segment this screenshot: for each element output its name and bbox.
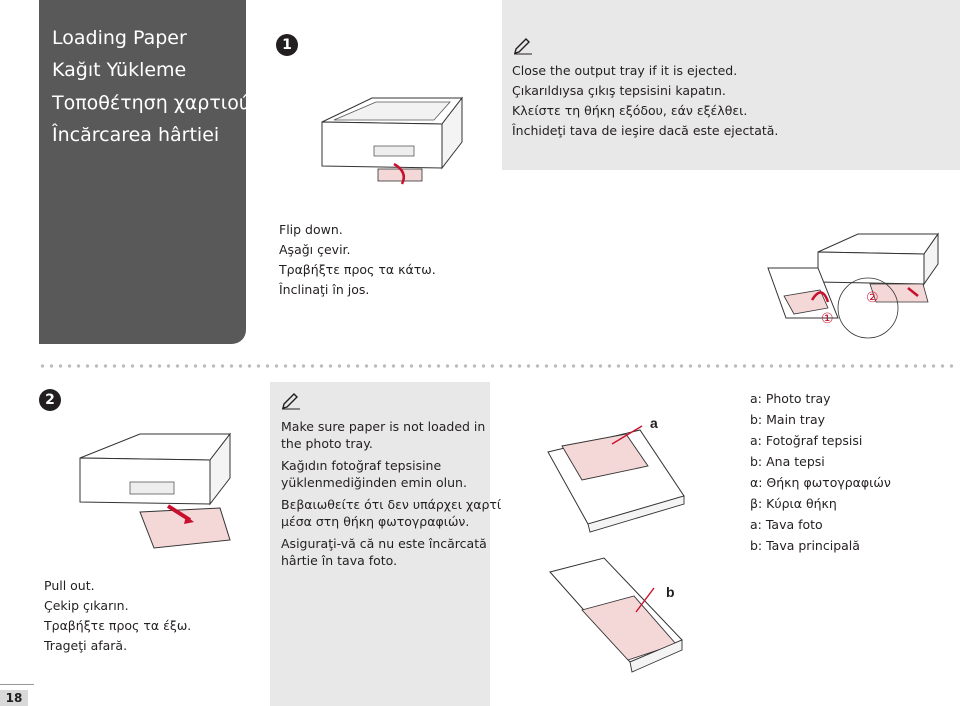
title-romanian: Încărcarea hârtiei <box>52 124 220 146</box>
title-english: Loading Paper <box>52 27 187 49</box>
note-line: Βεβαιωθείτε ότι δεν υπάρχει χαρτί <box>281 497 502 512</box>
main-tray-illustration <box>549 557 683 673</box>
note-line: Kağıdın fotoğraf tepsisine <box>281 458 442 473</box>
legend-item: b: Ana tepsi <box>750 454 825 469</box>
printer-pull-out-tray-illustration <box>79 432 232 549</box>
legend-item: a: Photo tray <box>750 391 831 406</box>
label-b: b <box>666 584 675 600</box>
instruction-line: Flip down. <box>279 222 343 237</box>
tray-legend: a: Photo tray b: Main tray a: Fotoğraf t… <box>750 388 891 556</box>
title-panel: Loading Paper Kağıt Yükleme Τοποθέτηση χ… <box>39 0 250 344</box>
step-two-note-text: Make sure paper is not loaded in the pho… <box>281 418 501 569</box>
step-two-number: 2 <box>39 389 61 411</box>
dotted-separator <box>38 364 958 368</box>
step-one-note-box <box>502 0 960 170</box>
flip-down-illustration <box>767 232 939 339</box>
step-one-note-text: Close the output tray if it is ejected. … <box>512 61 778 141</box>
photo-tray-illustration <box>547 425 685 533</box>
pencil-note-icon <box>282 393 300 410</box>
note-line: Închideţi tava de ieşire dacă este eject… <box>512 123 779 138</box>
note-line: μέσα στη θήκη φωτογραφιών. <box>281 514 470 529</box>
instruction-line: Trageţi afară. <box>44 638 128 653</box>
note-line: hârtie în tava foto. <box>281 553 398 568</box>
title-turkish: Kağıt Yükleme <box>52 59 187 81</box>
legend-item: b: Main tray <box>750 412 826 427</box>
legend-item: b: Tava principală <box>750 538 860 553</box>
note-line: Make sure paper is not loaded in <box>281 419 486 434</box>
note-line: Çıkarıldıysa çıkış tepsisini kapatın. <box>512 83 726 98</box>
instruction-line: Çekip çıkarın. <box>44 598 129 613</box>
title-greek: Τοποθέτηση χαρτιού <box>52 92 250 114</box>
step-one-number: 1 <box>276 34 298 56</box>
step-one-instruction: Flip down. Aşağı çevir. Τραβήξτε προς τα… <box>279 220 436 300</box>
instruction-line: Înclinaţi în jos. <box>279 282 370 297</box>
legend-item: α: Θήκη φωτογραφιών <box>750 475 891 490</box>
note-line: Asiguraţi-vă că nu este încărcată <box>281 536 487 551</box>
marker-one: ① <box>821 311 834 327</box>
legend-item: a: Tava foto <box>750 517 823 532</box>
legend-item: β: Κύρια θήκη <box>750 496 837 511</box>
instruction-line: Pull out. <box>44 578 95 593</box>
note-line: yüklenmediğinden emin olun. <box>281 475 467 490</box>
page-number: 18 <box>0 690 28 706</box>
instruction-line: Τραβήξτε προς τα κάτω. <box>279 262 436 277</box>
legend-item: a: Fotoğraf tepsisi <box>750 433 863 448</box>
instruction-line: Aşağı çevir. <box>279 242 351 257</box>
marker-two: ② <box>866 290 879 306</box>
step-two-instruction: Pull out. Çekip çıkarın. Τραβήξτε προς τ… <box>44 576 191 656</box>
label-a: a <box>650 415 658 431</box>
note-line: Κλείστε τη θήκη εξόδου, εάν εξέλθει. <box>512 103 748 118</box>
printer-output-tray-illustration <box>321 96 464 185</box>
instruction-line: Τραβήξτε προς τα έξω. <box>44 618 192 633</box>
page-margin-rule <box>0 684 34 685</box>
pencil-note-icon <box>514 38 532 55</box>
step-two-note-box <box>270 382 490 706</box>
note-line: the photo tray. <box>281 436 373 451</box>
note-line: Close the output tray if it is ejected. <box>512 63 738 78</box>
